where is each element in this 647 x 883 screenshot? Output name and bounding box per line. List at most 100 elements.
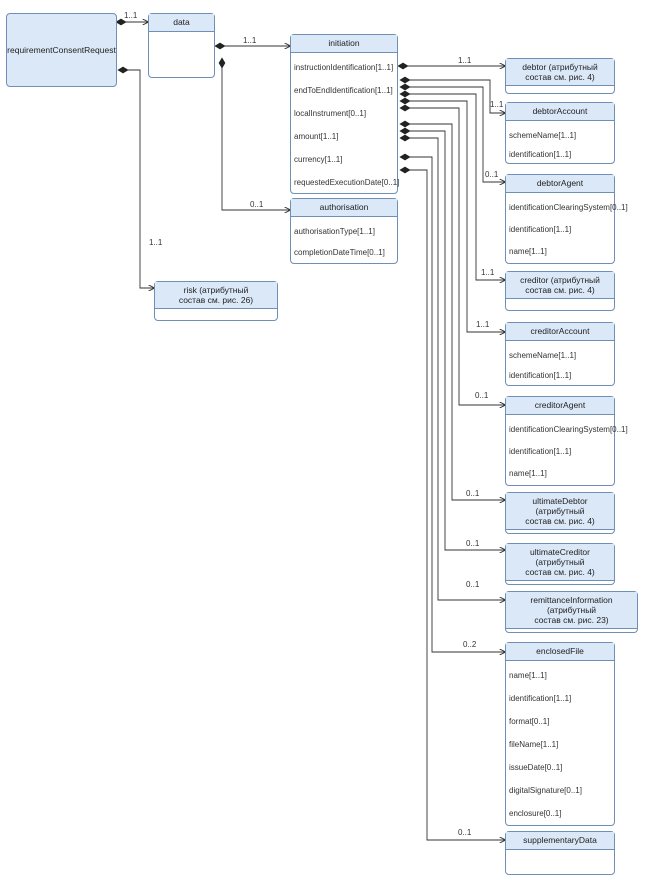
multiplicity-root-data: 1..1: [124, 11, 138, 20]
node-header: debtor (атрибутный состав см. рис. 4): [506, 59, 614, 86]
edge-debtor-account: [400, 79, 505, 113]
node-header: risk (атрибутный состав см. рис. 26): [155, 282, 277, 309]
edge-root-risk: [118, 69, 154, 288]
field: endToEndIdentification[1..1]: [294, 86, 393, 95]
composition-diamond-12: [399, 134, 411, 142]
field: amount[1..1]: [294, 132, 339, 141]
composition-diamond-8: [399, 97, 411, 105]
node-supplementary-data[interactable]: supplementaryData: [505, 831, 615, 875]
field: requestedExecutionDate[0..1]: [294, 178, 400, 187]
composition-diamond-13: [399, 153, 411, 161]
multiplicity-debtor-account: 1..1: [490, 100, 504, 109]
node-requirement-consent-request[interactable]: requirementConsentRequest: [6, 13, 117, 87]
field: identificationClearingSystem[0..1]: [509, 425, 628, 434]
multiplicity-supplementary: 0..1: [458, 828, 472, 837]
multiplicity-data-initiation: 1..1: [243, 36, 257, 45]
composition-diamond-7: [399, 90, 411, 98]
node-creditor-account[interactable]: creditorAccount schemeName[1..1] identif…: [505, 322, 615, 386]
field: identification[1..1]: [509, 150, 572, 159]
multiplicity-remittance: 0..1: [466, 580, 480, 589]
node-header: authorisation: [291, 199, 397, 217]
node-debtor[interactable]: debtor (атрибутный состав см. рис. 4): [505, 58, 615, 94]
node-ultimate-creditor[interactable]: ultimateCreditor (атрибутный состав см. …: [505, 543, 615, 585]
node-authorisation[interactable]: authorisation authorisationType[1..1] co…: [290, 198, 398, 264]
multiplicity-creditor-agent: 0..1: [475, 391, 489, 400]
multiplicity-data-authorisation: 0..1: [250, 200, 264, 209]
multiplicity-ultimate-debtor: 0..1: [466, 489, 480, 498]
field: name[1..1]: [509, 469, 547, 478]
field: localInstrument[0..1]: [294, 109, 367, 118]
field: format[0..1]: [509, 717, 550, 726]
multiplicity-debtor-agent: 0..1: [485, 170, 499, 179]
node-remittance-information[interactable]: remittanceInformation (атрибутный состав…: [505, 591, 638, 633]
field: instructionIdentification[1..1]: [294, 63, 394, 72]
field: fileName[1..1]: [509, 740, 559, 749]
node-creditor-agent[interactable]: creditorAgent identificationClearingSyst…: [505, 396, 628, 486]
edge-supplementary: [400, 169, 505, 840]
field: enclosure[0..1]: [509, 809, 562, 818]
field: authorisationType[1..1]: [294, 227, 375, 236]
multiplicity-root-risk: 1..1: [149, 238, 163, 247]
multiplicity-debtor: 1..1: [458, 56, 472, 65]
field: identification[1..1]: [509, 371, 572, 380]
node-ultimate-debtor[interactable]: ultimateDebtor (атрибутный состав см. ри…: [505, 492, 615, 534]
edge-debtor-agent: [400, 86, 505, 182]
node-header: ultimateDebtor (атрибутный состав см. ри…: [506, 493, 614, 530]
field: identificationClearingSystem[0..1]: [509, 203, 628, 212]
node-header: debtorAccount: [506, 103, 614, 121]
field: completionDateTime[0..1]: [294, 248, 385, 257]
edge-enclosed-file: [400, 156, 505, 652]
node-header: initiation: [291, 35, 397, 53]
composition-diamond-2: [218, 57, 226, 69]
edge-creditor-agent: [400, 107, 505, 405]
node-header: remittanceInformation (атрибутный состав…: [506, 592, 637, 629]
field: currency[1..1]: [294, 155, 343, 164]
field: issueDate[0..1]: [509, 763, 563, 772]
field: identification[1..1]: [509, 225, 572, 234]
multiplicity-ultimate-creditor: 0..1: [466, 539, 480, 548]
node-header: data: [149, 14, 214, 32]
node-header: enclosedFile: [506, 643, 614, 661]
field: digitalSignature[0..1]: [509, 786, 582, 795]
edge-remittance: [400, 137, 505, 600]
node-debtor-account[interactable]: debtorAccount schemeName[1..1] identific…: [505, 102, 615, 164]
composition-diamond-4: [397, 62, 409, 70]
node-header: ultimateCreditor (атрибутный состав см. …: [506, 544, 614, 581]
edge-ultimate-creditor: [400, 130, 505, 550]
edge-creditor-account: [400, 100, 505, 332]
node-data[interactable]: data: [148, 13, 215, 78]
composition-diamond-9: [399, 104, 411, 112]
node-label: requirementConsentRequest: [7, 45, 116, 55]
field: identification[1..1]: [509, 694, 572, 703]
node-initiation[interactable]: initiation instructionIdentification[1..…: [290, 34, 400, 194]
field: schemeName[1..1]: [509, 351, 577, 360]
node-header: supplementaryData: [506, 832, 614, 850]
node-enclosed-file[interactable]: enclosedFile name[1..1] identification[1…: [505, 642, 615, 826]
composition-diamond-5: [399, 76, 411, 84]
composition-diamond-6: [399, 83, 411, 91]
field: schemeName[1..1]: [509, 131, 577, 140]
composition-diamond-14: [399, 166, 411, 174]
node-creditor[interactable]: creditor (атрибутный состав см. рис. 4): [505, 271, 615, 311]
composition-diamond-3: [117, 66, 129, 74]
field: identification[1..1]: [509, 447, 572, 456]
node-header: debtorAgent: [506, 175, 614, 193]
field: name[1..1]: [509, 671, 547, 680]
node-risk[interactable]: risk (атрибутный состав см. рис. 26): [154, 281, 278, 321]
composition-diamond-1: [214, 42, 226, 50]
multiplicity-creditor-account: 1..1: [476, 320, 490, 329]
multiplicity-enclosed-file: 0..2: [463, 640, 477, 649]
node-header: creditorAccount: [506, 323, 614, 341]
composition-diamond-0: [115, 18, 127, 26]
node-debtor-agent[interactable]: debtorAgent identificationClearingSystem…: [505, 174, 628, 264]
composition-diamond-11: [399, 127, 411, 135]
edge-creditor: [400, 93, 505, 280]
composition-diamond-10: [399, 120, 411, 128]
field: name[1..1]: [509, 247, 547, 256]
node-header: creditor (атрибутный состав см. рис. 4): [506, 272, 614, 299]
multiplicity-creditor: 1..1: [481, 268, 495, 277]
node-header: creditorAgent: [506, 397, 614, 415]
edge-ultimate-debtor: [400, 123, 505, 500]
edge-data-authorisation: [221, 63, 290, 210]
